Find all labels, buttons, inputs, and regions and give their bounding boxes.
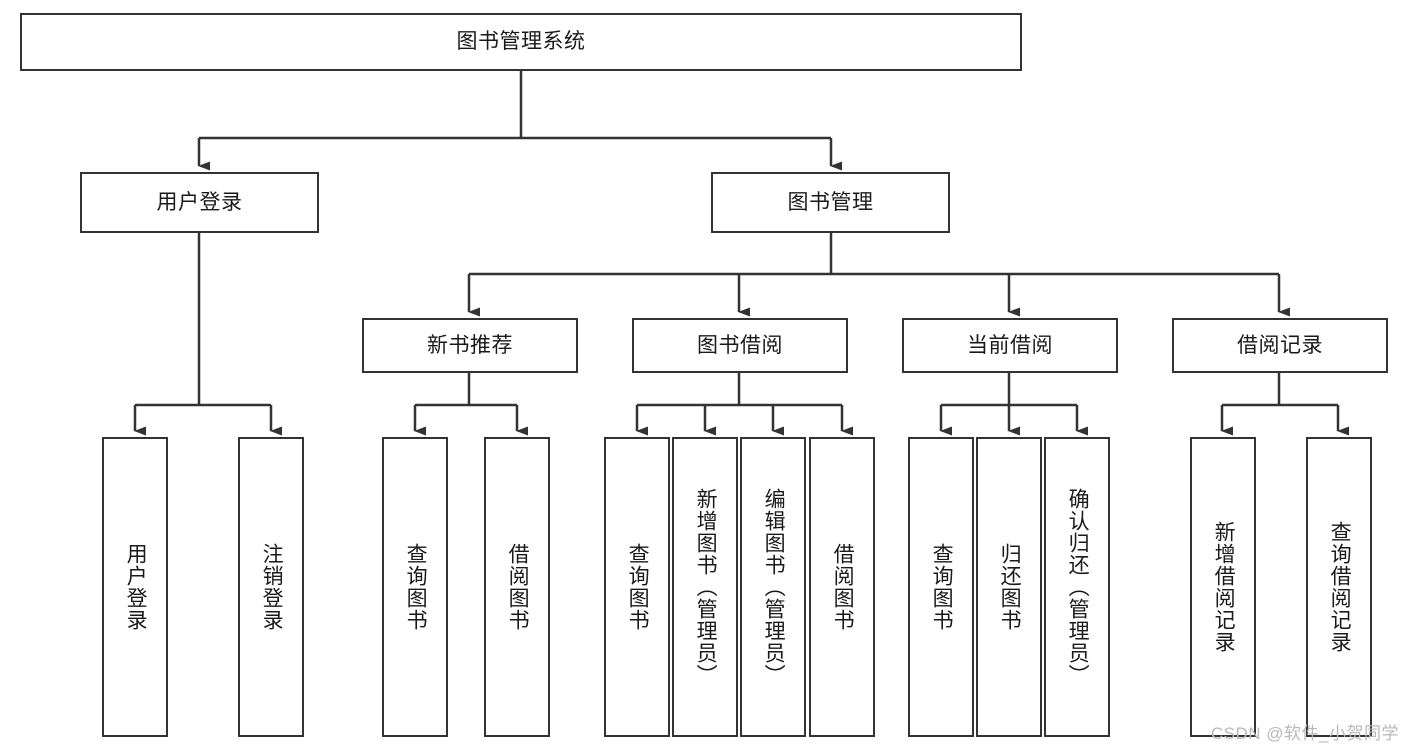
- leaf-return-book[interactable]: 归还图书: [976, 437, 1042, 737]
- leaf-confirm-return-admin[interactable]: 确认归还（管理员）: [1044, 437, 1110, 737]
- leaf-edit-book-admin[interactable]: 编辑图书（管理员）: [740, 437, 806, 737]
- leaf-logout[interactable]: 注销登录: [238, 437, 304, 737]
- node-book-borrow-label: 图书借阅: [697, 333, 783, 357]
- leaf-query-book-1-label: 查询图书: [404, 543, 428, 631]
- leaf-borrow-book-2[interactable]: 借阅图书: [809, 437, 875, 737]
- leaf-logout-label: 注销登录: [260, 543, 284, 631]
- leaf-add-borrow-record[interactable]: 新增借阅记录: [1190, 437, 1256, 737]
- node-new-book-recommend[interactable]: 新书推荐: [362, 318, 578, 373]
- node-borrow-record[interactable]: 借阅记录: [1172, 318, 1388, 373]
- node-root-system[interactable]: 图书管理系统: [20, 13, 1022, 71]
- leaf-edit-book-admin-label: 编辑图书（管理员）: [762, 488, 786, 686]
- leaf-query-book-1[interactable]: 查询图书: [382, 437, 448, 737]
- leaf-user-login[interactable]: 用户登录: [102, 437, 168, 737]
- node-current-borrow-label: 当前借阅: [967, 333, 1053, 357]
- leaf-query-book-3[interactable]: 查询图书: [908, 437, 974, 737]
- leaf-query-borrow-record[interactable]: 查询借阅记录: [1306, 437, 1372, 737]
- leaf-borrow-book-1[interactable]: 借阅图书: [484, 437, 550, 737]
- leaf-borrow-book-2-label: 借阅图书: [831, 543, 855, 631]
- node-book-management[interactable]: 图书管理: [711, 172, 950, 233]
- node-new-book-recommend-label: 新书推荐: [427, 333, 513, 357]
- leaf-add-book-admin-label: 新增图书（管理员）: [694, 488, 718, 686]
- node-book-management-label: 图书管理: [787, 190, 874, 214]
- leaf-query-book-2-label: 查询图书: [626, 543, 650, 631]
- node-book-borrow[interactable]: 图书借阅: [632, 318, 848, 373]
- node-current-borrow[interactable]: 当前借阅: [902, 318, 1118, 373]
- node-root-system-label: 图书管理系统: [456, 30, 586, 54]
- csdn-watermark: CSDN @软件_小贺同学: [1210, 724, 1399, 743]
- leaf-return-book-label: 归还图书: [998, 543, 1022, 631]
- leaf-add-book-admin[interactable]: 新增图书（管理员）: [672, 437, 738, 737]
- node-user-login-label: 用户登录: [156, 190, 243, 214]
- node-borrow-record-label: 借阅记录: [1237, 333, 1323, 357]
- leaf-query-book-2[interactable]: 查询图书: [604, 437, 670, 737]
- node-user-login[interactable]: 用户登录: [80, 172, 319, 233]
- leaf-add-borrow-record-label: 新增借阅记录: [1212, 521, 1236, 653]
- leaf-confirm-return-admin-label: 确认归还（管理员）: [1066, 488, 1090, 686]
- leaf-user-login-label: 用户登录: [124, 543, 148, 631]
- leaf-borrow-book-1-label: 借阅图书: [506, 543, 530, 631]
- leaf-query-book-3-label: 查询图书: [930, 543, 954, 631]
- leaf-query-borrow-record-label: 查询借阅记录: [1328, 521, 1352, 653]
